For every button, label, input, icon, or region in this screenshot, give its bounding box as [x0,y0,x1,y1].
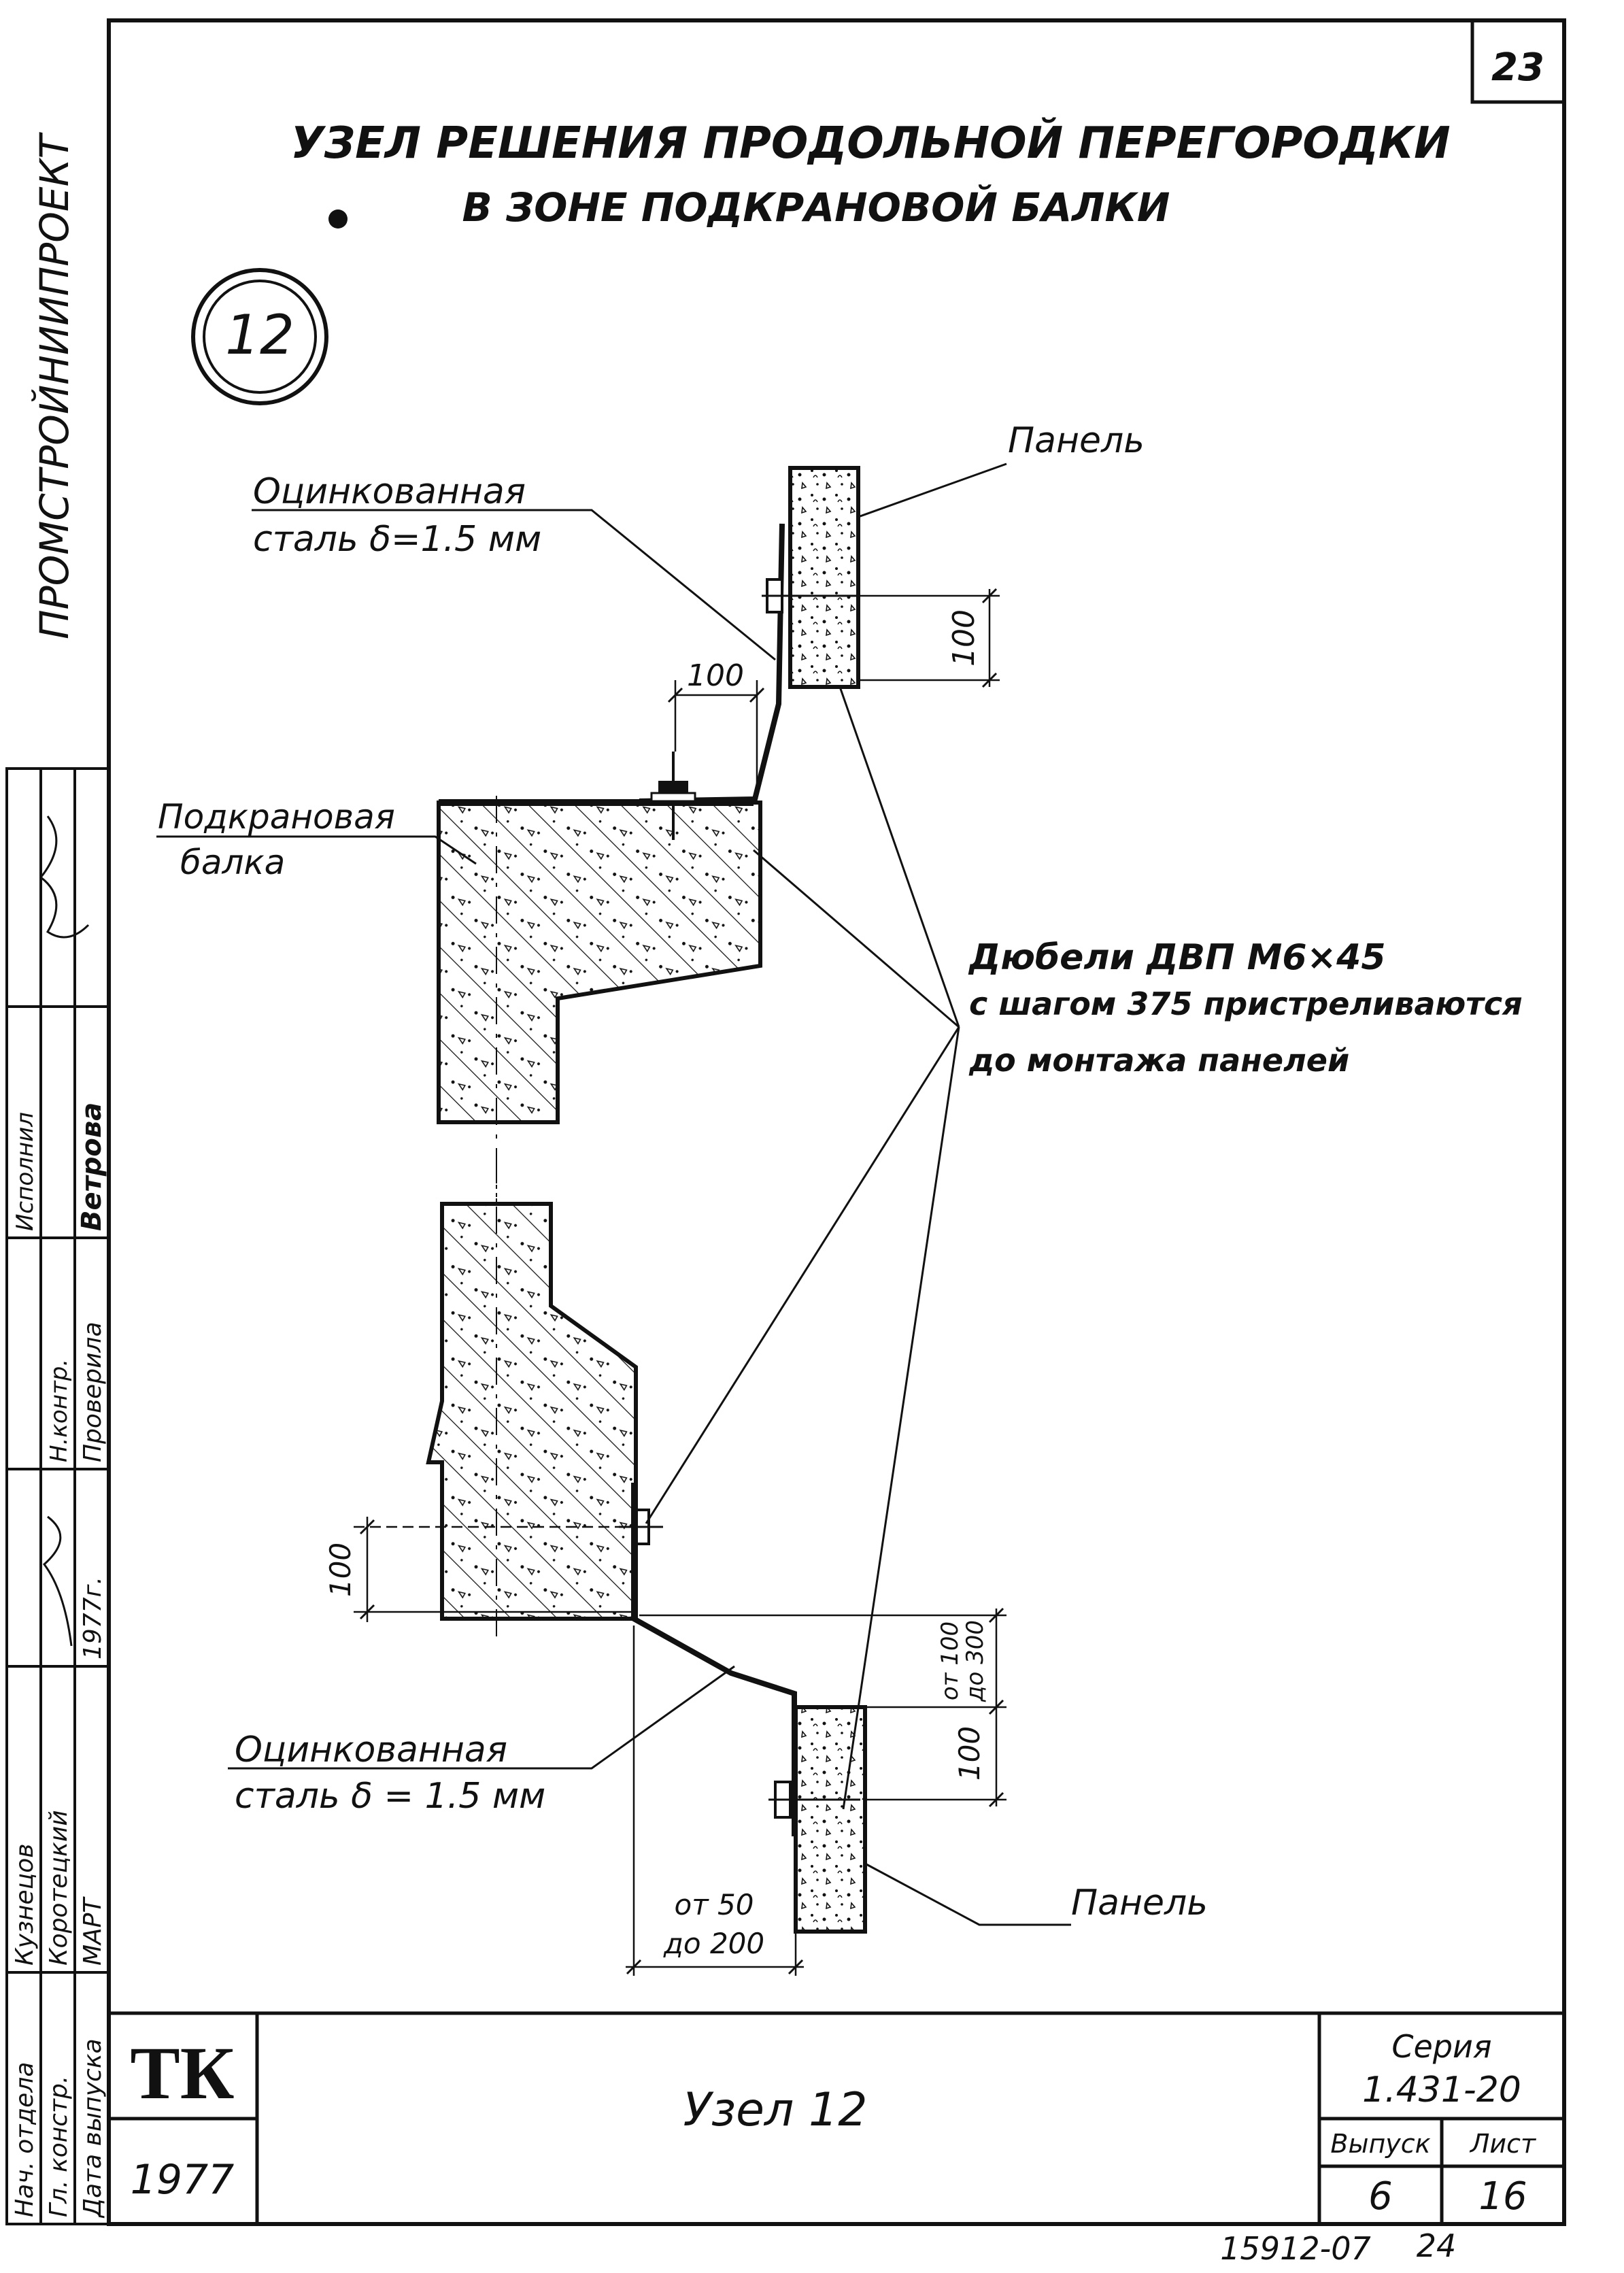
sig-row3-year: 1977г. [79,1577,107,1660]
label-dowels-1: Дюбели ДВП М6×45 [968,937,1386,978]
sig-row1-role: Нач. отдела [11,2062,39,2217]
issue-label: Выпуск [1330,2129,1430,2159]
dim-top-horizontal [667,680,765,799]
panel-top [788,466,860,689]
dim-from100-line1: от 100 [936,1621,964,1700]
sheet-label: Лист [1469,2129,1537,2159]
label-panel-top: Панель [1008,420,1145,461]
label-steel-top-2: сталь δ=1.5 мм [253,519,541,560]
node-circle-inner [203,280,317,394]
label-dowels-3: до монтажа панелей [968,1042,1349,1079]
steel-strip-top [639,523,785,804]
crane-beam [437,801,762,1124]
dim-top-vertical [858,588,1000,688]
sig-extra-role2: Н.контр. [46,1359,73,1462]
node-number: 12 [225,303,294,367]
label-beam-1: Подкрановая [158,797,395,837]
title-block-name: Узел 12 [683,2083,867,2137]
sig-row3-month: МАРТ [79,1896,107,1966]
title-block-frame [107,2011,1566,2226]
dowel-column [619,1509,663,1545]
label-panel-bottom: Панель [1071,1883,1208,1923]
steel-strip-bottom [631,1483,797,1836]
footer-page: 24 [1417,2227,1457,2264]
bullet-dot [328,209,348,229]
dim-from50-line2: до 200 [663,1927,764,1960]
label-dowels-2: с шагом 375 пристреливаются [969,986,1523,1022]
side-org-label: ПРОМСТРОЙНИИПРОЕКТ [31,131,78,639]
node-circle-outer [191,268,328,405]
dim-left-value: 100 [324,1543,357,1597]
label-steel-bottom-2: сталь δ = 1.5 мм [235,1776,545,1817]
title-line1: УЗЕЛ РЕШЕНИЯ ПРОДОЛЬНОЙ ПЕРЕГОРОДКИ [290,117,1450,169]
sheet-value: 16 [1478,2174,1527,2219]
page-number-box [1470,18,1566,104]
dowel-panel-top [762,578,857,613]
title-block-year: 1977 [131,2156,235,2204]
series-value: 1.431-20 [1362,2070,1521,2110]
sig-extra-role: Исполнил [12,1112,39,1231]
label-beam-2: балка [180,843,285,882]
page-number: 23 [1491,46,1544,90]
panel-bottom [794,1705,867,1934]
sig-row2-role: Гл. констр. [45,2076,73,2217]
title-line2: В ЗОНЕ ПОДКРАНОВОЙ БАЛКИ [462,184,1170,231]
dim-top-horizontal-value: 100 [687,658,744,693]
dowel-panel-bottom [768,1781,860,1819]
dim-right-value: 100 [953,1726,986,1781]
dim-top-vertical-value: 100 [947,609,981,667]
footer-stamp: 15912-07 [1220,2230,1370,2267]
dim-right [639,1607,1006,1808]
sig-author-name: Ветрова [76,1102,107,1231]
title-block-logo: ТК [130,2032,234,2115]
signature-scribble-2 [42,1515,73,1647]
dowel-beam [650,752,696,840]
sig-row1-name: Кузнецов [11,1844,39,1966]
sig-row3-role: Дата выпуска [79,2038,107,2219]
issue-value: 6 [1368,2174,1393,2219]
dim-from100-line2: до 300 [962,1620,989,1702]
sig-checked-label: Проверила [79,1321,107,1462]
series-label: Серия [1391,2028,1491,2065]
signature-strip [5,767,110,2225]
dim-left [354,1517,637,1622]
lower-column [426,1202,638,1621]
label-steel-top-1: Оцинкованная [253,471,526,512]
signature-scribble-1 [39,815,90,939]
dim-from50-line1: от 50 [675,1888,754,1921]
label-steel-bottom-1: Оцинкованная [235,1730,507,1770]
sig-row2-name: Коротецкий [45,1810,73,1966]
dim-bottom [626,1626,804,1976]
leader-lines [156,462,1071,1926]
